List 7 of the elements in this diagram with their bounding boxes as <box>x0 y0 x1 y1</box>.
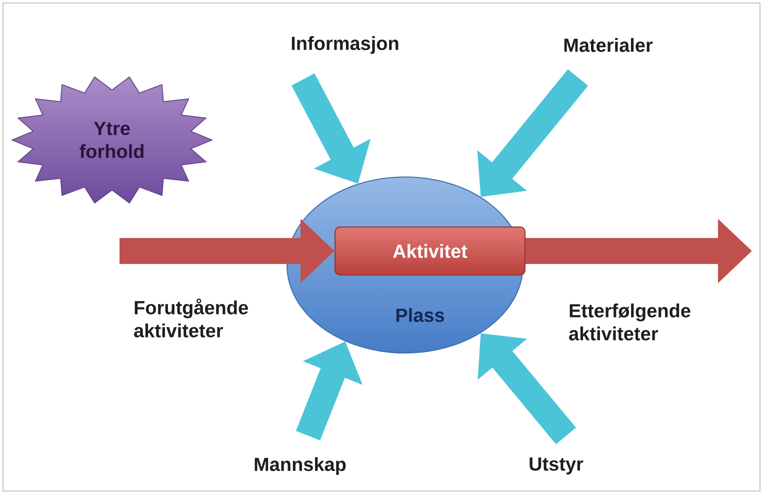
label-text: Mannskap <box>254 457 346 475</box>
label-text: Informasjon <box>292 36 398 54</box>
activity-box: Aktivitet <box>334 226 526 276</box>
side-label: Etterfølgende aktiviteter <box>569 304 690 340</box>
side-label: Forutgående aktiviteter <box>134 298 248 338</box>
label-text: Utstyr <box>530 458 584 474</box>
label-text: Materialer <box>564 38 653 52</box>
